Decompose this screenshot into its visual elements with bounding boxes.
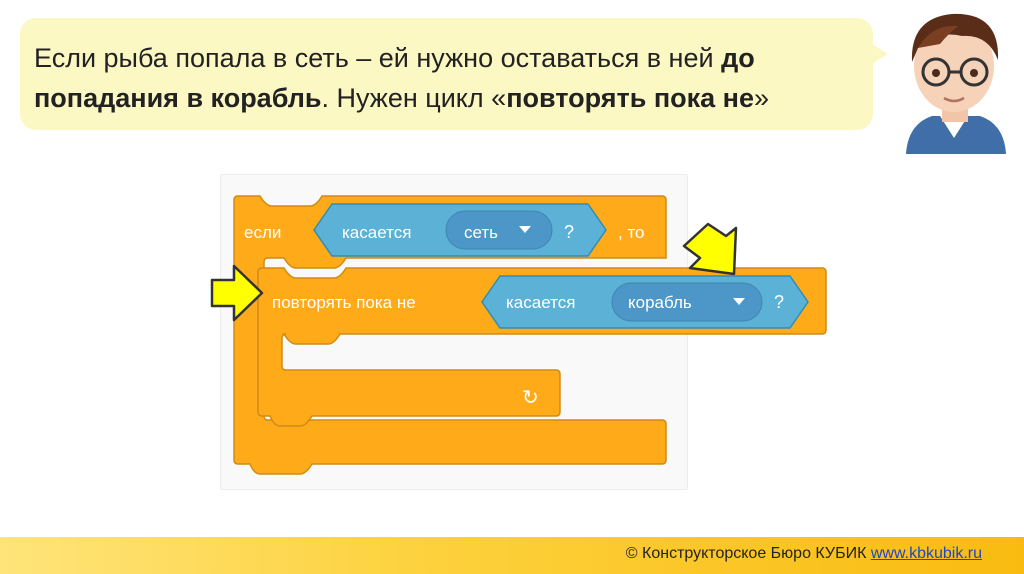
loop-arrow-icon: ↻ [522, 387, 539, 409]
dropdown-caret-icon [519, 226, 531, 233]
question-mark-1: ? [564, 222, 574, 242]
footer-link[interactable]: www.kbkubik.ru [870, 545, 982, 562]
bubble-text-bold-2: повторять пока не [506, 83, 754, 113]
bubble-text-part-2: . Нужен цикл « [321, 83, 507, 113]
footer-bar: © Конструкторское Бюро КУБИК www.kbkubik… [0, 537, 1024, 574]
bubble-text-part-3: » [753, 83, 770, 113]
dropdown-caret-icon [733, 298, 745, 305]
avatar [906, 13, 1006, 154]
footer-copyright: © Конструкторское Бюро КУБИК [625, 545, 871, 562]
bubble-text-bold-1: до попадания в корабль [34, 43, 755, 113]
if-label: если [244, 223, 281, 242]
pointer-arrow-icon [210, 264, 264, 322]
speech-bubble-tail [866, 40, 888, 68]
speech-bubble [20, 18, 873, 130]
bubble-text-part-1: Если рыба попала в сеть – ей нужно остав… [34, 43, 722, 73]
touching-label-2: касается [506, 293, 575, 312]
repeat-until-label: повторять пока не [272, 293, 416, 312]
touching-target-dropdown-2[interactable] [611, 282, 763, 322]
touching-target-dropdown-1[interactable] [445, 210, 553, 250]
touching-target-1: сеть [464, 223, 498, 242]
footer-text: © Конструкторское Бюро КУБИК www.kbkubik… [626, 545, 982, 563]
then-label: , то [618, 223, 645, 242]
touching-label-1: касается [342, 223, 411, 242]
bubble-text: Если рыба попала в сеть – ей нужно остав… [34, 38, 874, 118]
touching-target-2: корабль [628, 293, 692, 312]
pointer-arrow-icon [682, 222, 738, 276]
question-mark-2: ? [774, 292, 784, 312]
